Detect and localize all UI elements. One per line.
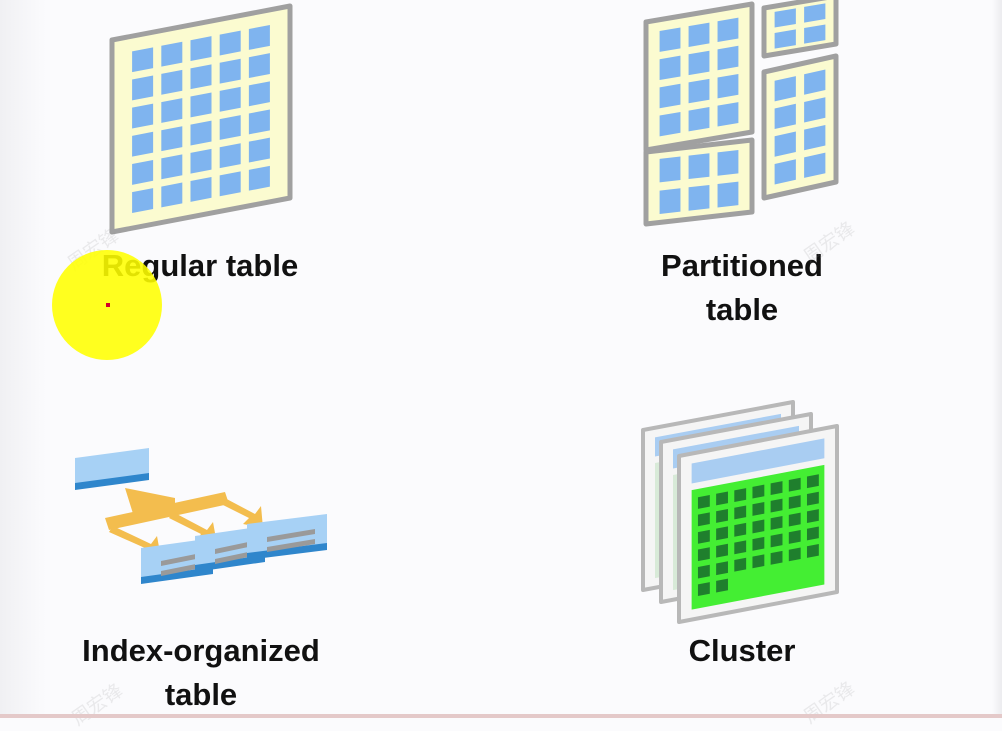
cluster-icon: [641, 400, 839, 624]
index-organized-table-icon: [75, 448, 327, 584]
table-cell: [659, 83, 681, 109]
partition-bottom-right: [761, 53, 839, 201]
table-cell: [774, 131, 796, 157]
left-shade: [0, 0, 46, 718]
table-cell: [190, 64, 212, 90]
table-cell: [774, 8, 796, 28]
partitioned-table-label: Partitioned table: [661, 248, 823, 327]
table-cell: [219, 86, 241, 112]
table-cell: [688, 107, 710, 132]
table-cell: [774, 159, 796, 185]
table-cell: [688, 153, 710, 180]
table-cell: [804, 97, 826, 123]
table-cell: [161, 69, 183, 95]
table-cell: [774, 103, 796, 130]
watermark: 周宏锋: [799, 677, 860, 729]
table-cell: [132, 103, 154, 129]
table-cell: [161, 41, 183, 67]
table-cell: [717, 73, 739, 99]
table-cell: [132, 47, 154, 73]
table-cell: [804, 152, 826, 178]
table-cell: [688, 22, 710, 47]
table-cell: [132, 159, 154, 185]
table-cell: [248, 109, 270, 135]
table-cell: [717, 149, 739, 176]
table-cell: [804, 24, 826, 44]
table-cell: [774, 76, 796, 102]
table-cell: [190, 120, 212, 146]
table-cell: [804, 124, 826, 151]
table-cell: [688, 50, 710, 76]
table-cell: [248, 81, 270, 107]
table-cell: [804, 3, 826, 23]
table-cell: [688, 184, 710, 211]
table-cell: [219, 58, 241, 84]
table-cell: [248, 53, 270, 79]
table-cell: [774, 29, 796, 49]
cursor-dot: [106, 303, 110, 307]
table-cell: [190, 92, 212, 118]
table-cell: [717, 181, 739, 208]
table-cell: [132, 188, 154, 213]
regular-table-grid: [109, 3, 293, 235]
table-cell: [219, 171, 241, 197]
table-cell: [717, 45, 739, 71]
regular-table-icon: [109, 3, 293, 235]
table-cell: [717, 17, 739, 43]
table-cell: [219, 143, 241, 169]
table-cell: [659, 188, 681, 215]
index-root-block: [75, 448, 149, 490]
table-cell: [190, 36, 212, 62]
cluster-sheet-front: [677, 424, 839, 624]
index-organized-table-label: Index-organized table: [82, 633, 320, 712]
table-cell: [132, 131, 154, 157]
table-cell: [659, 156, 681, 183]
table-cell: [190, 148, 212, 174]
table-cell: [248, 25, 270, 50]
table-cell: [248, 165, 270, 191]
index-leaf-block: [247, 514, 327, 560]
table-cell: [659, 27, 681, 52]
table-cell: [161, 154, 183, 180]
table-cell: [717, 102, 739, 127]
table-cell: [688, 78, 710, 104]
table-cell: [659, 111, 681, 137]
table-cell: [804, 69, 826, 95]
table-cell: [132, 75, 154, 101]
partition-bottom-left: [643, 137, 755, 227]
table-cell: [248, 137, 270, 163]
table-cell: [219, 115, 241, 140]
table-cell: [659, 55, 681, 81]
table-cell: [219, 30, 241, 56]
table-cell: [190, 176, 212, 202]
table-cell: [161, 126, 183, 152]
partition-top-right: [761, 0, 839, 59]
table-cell: [161, 98, 183, 123]
cluster-label: Cluster: [688, 633, 796, 668]
right-shade: [992, 0, 1002, 718]
partition-top-left: [643, 1, 755, 153]
bottom-border: [0, 714, 1002, 718]
table-cell: [161, 182, 183, 208]
partitioned-table-icon: [643, 0, 839, 227]
